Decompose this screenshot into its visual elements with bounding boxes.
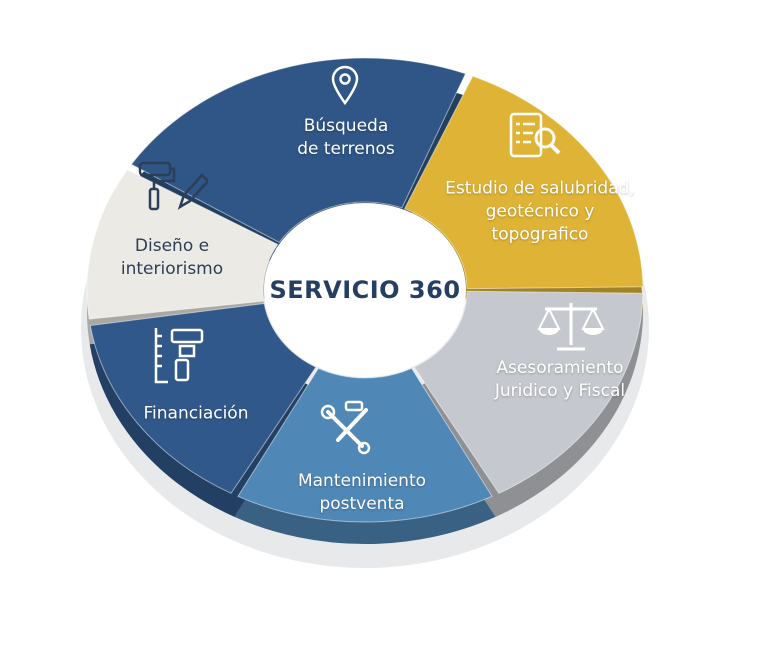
scales-icon: [537, 303, 605, 351]
checklist-magnifier-icon: [509, 112, 561, 158]
center-title: SERVICIO 360: [269, 276, 461, 304]
wrench-screwdriver-icon: [320, 400, 371, 455]
segment-financiacion: [89, 302, 317, 494]
ruler-blocks-icon: [154, 328, 204, 384]
segment-mantenimiento: [237, 367, 493, 523]
segment-estudio: [403, 75, 644, 290]
segment-asesoramiento: [413, 290, 644, 494]
segment-diseno: [86, 169, 279, 320]
ring-center: [264, 203, 466, 377]
segment-financiacion-label: Financiación: [143, 403, 249, 424]
paint-roller-pencil-icon: [138, 161, 208, 211]
location-pin-icon: [331, 65, 359, 105]
segment-busqueda: [130, 57, 467, 243]
